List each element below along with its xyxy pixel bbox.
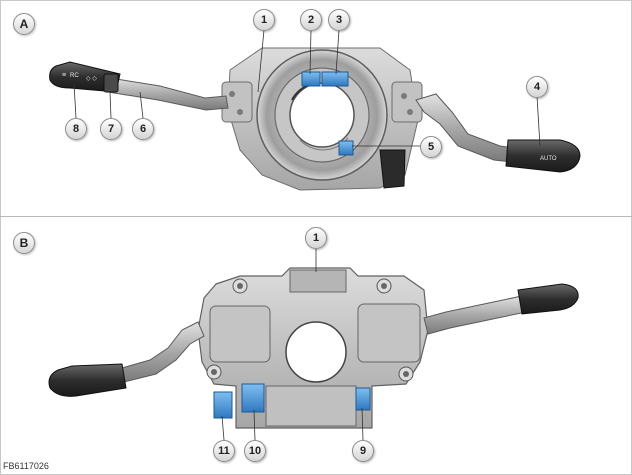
connector-2 xyxy=(301,71,321,87)
callout-8: 8 xyxy=(65,118,87,140)
callout-5: 5 xyxy=(420,136,442,158)
callout-7: 7 xyxy=(100,118,122,140)
panel-a-label: A xyxy=(13,13,35,35)
connector-11 xyxy=(213,391,233,419)
callout-1-a: 1 xyxy=(253,9,275,31)
callout-3: 3 xyxy=(328,9,350,31)
column-opening xyxy=(285,321,347,383)
left-stalk-tip xyxy=(49,61,121,93)
panel-b-assembly xyxy=(48,248,579,441)
callout-2: 2 xyxy=(300,9,322,31)
left-stalk-symbol: ≡ xyxy=(62,72,66,79)
connector-10 xyxy=(241,383,265,413)
left-stalk-rings: ◇ ◇ xyxy=(86,76,97,82)
left-stalk-text: RC xyxy=(70,73,79,79)
callout-4: 4 xyxy=(526,76,548,98)
callout-6: 6 xyxy=(132,118,154,140)
connector-9 xyxy=(355,387,371,411)
panel-b-label: B xyxy=(13,232,35,254)
callout-9: 9 xyxy=(352,440,374,462)
lower-left-stalk-tip xyxy=(48,363,127,397)
left-stalk-arm xyxy=(107,77,229,111)
figure-code: FB6117026 xyxy=(3,461,49,471)
panel-a-assembly xyxy=(49,29,581,191)
right-stalk-text: AUTO xyxy=(540,156,557,162)
right-stalk-tip xyxy=(505,139,581,173)
panel-divider xyxy=(0,216,632,217)
callout-11: 11 xyxy=(213,440,235,462)
lower-right-stalk-tip xyxy=(517,283,579,315)
callout-10: 10 xyxy=(244,440,266,462)
connector-3 xyxy=(321,71,349,87)
connector-5 xyxy=(338,140,354,156)
callout-1-b: 1 xyxy=(305,227,327,249)
